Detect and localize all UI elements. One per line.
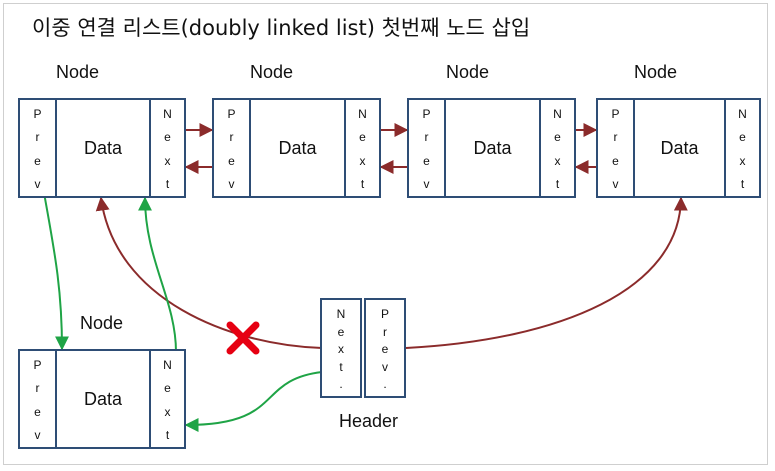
field-letter: P <box>33 107 42 121</box>
field-letter: e <box>423 153 430 168</box>
field-letter: v <box>228 176 235 191</box>
field-letter: t <box>740 176 745 191</box>
field-letter: N <box>163 107 172 121</box>
field-letter: x <box>739 153 746 168</box>
field-letter: e <box>381 342 389 356</box>
field-letter: e <box>164 381 171 396</box>
field-letter: r <box>35 130 40 145</box>
field-letter: v <box>34 176 41 191</box>
field-letter: e <box>34 153 41 168</box>
field-letter: e <box>337 324 345 339</box>
field-letter: P <box>380 307 389 321</box>
field-letter: v <box>34 427 41 442</box>
field-letter: P <box>33 358 42 372</box>
field-letter: N <box>358 107 367 121</box>
field-letter: N <box>738 107 747 121</box>
data-field: Data <box>473 137 512 158</box>
field-letter: e <box>554 130 561 145</box>
field-letter: e <box>739 130 746 145</box>
field-letter: v <box>612 176 619 191</box>
data-field: Data <box>83 388 123 409</box>
field-letter: t <box>339 359 343 374</box>
node-2-label: Node <box>250 62 294 82</box>
field-letter: x <box>554 153 561 168</box>
field-letter: r <box>613 130 618 145</box>
field-letter: e <box>34 404 41 419</box>
new-next-arrow <box>138 196 177 353</box>
field-letter: x <box>164 153 171 168</box>
field-letter: x <box>164 404 171 419</box>
field-letter: t <box>165 427 170 442</box>
field-letter: e <box>612 153 619 168</box>
field-letter: x <box>359 153 366 168</box>
field-letter: r <box>424 130 429 145</box>
field-letter: N <box>163 358 172 372</box>
field-letter: r <box>229 130 234 145</box>
field-letter: r <box>35 381 40 396</box>
field-letter: P <box>611 107 620 121</box>
field-letter: t <box>555 176 560 191</box>
field-letter: P <box>422 107 431 121</box>
field-letter: N <box>336 307 346 321</box>
field-letter: v <box>382 359 388 374</box>
node-1-label: Node <box>56 62 100 82</box>
field-letter: P <box>227 107 236 121</box>
header-new-next-arrow <box>184 371 323 432</box>
node-4-label: Node <box>634 62 678 82</box>
field-letter: e <box>228 153 235 168</box>
old-header-next-arrow <box>95 196 323 349</box>
field-letter: t <box>165 176 170 191</box>
new-node-label: Node <box>80 313 124 333</box>
node-3-label: Node <box>446 62 490 82</box>
removed-link-x-icon <box>226 321 260 355</box>
field-letter: v <box>423 176 430 191</box>
field-letter: x <box>338 342 344 356</box>
data-field: Data <box>660 137 699 158</box>
field-letter: t <box>360 176 365 191</box>
data-field: Data <box>83 137 123 158</box>
field-letter: . <box>383 377 387 391</box>
header-prev-arrow <box>405 196 688 349</box>
diagram-frame <box>3 3 768 465</box>
field-letter: e <box>359 130 366 145</box>
field-letter: . <box>339 377 343 391</box>
field-letter: e <box>164 130 171 145</box>
field-letter: r <box>383 324 387 339</box>
diagram-title: 이중 연결 리스트(doubly linked list) 첫번째 노드 삽입 <box>32 16 531 40</box>
data-field: Data <box>278 137 317 158</box>
header-label: Header <box>339 411 399 431</box>
field-letter: N <box>553 107 562 121</box>
